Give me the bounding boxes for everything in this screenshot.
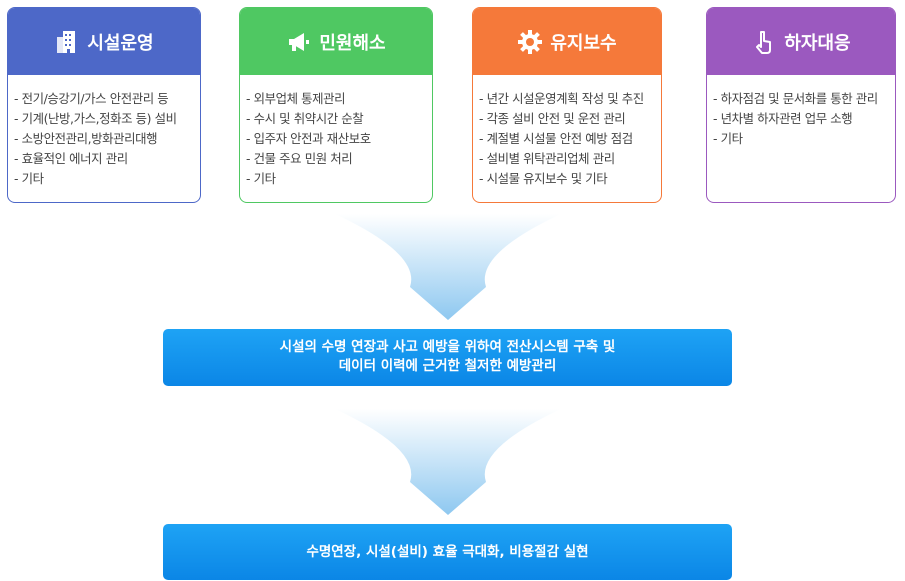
down-arrow-icon bbox=[335, 409, 561, 515]
card-list: 외부업체 통제관리 수시 및 취약시간 순찰 입주자 안전과 재산보호 건물 주… bbox=[240, 75, 432, 189]
result-banner: 수명연장, 시설(설비) 효율 극대화, 비용절감 실현 bbox=[163, 524, 732, 580]
card-header: 유지보수 bbox=[473, 8, 661, 75]
card-header: 시설운영 bbox=[8, 8, 200, 75]
gear-icon bbox=[517, 29, 543, 55]
card-complaint-resolution: 민원해소 외부업체 통제관리 수시 및 취약시간 순찰 입주자 안전과 재산보호… bbox=[239, 7, 433, 203]
card-title: 유지보수 bbox=[550, 32, 617, 54]
building-icon bbox=[54, 29, 80, 55]
list-item: 외부업체 통제관리 bbox=[246, 89, 432, 109]
list-item: 각종 설비 안전 및 운전 관리 bbox=[479, 109, 661, 129]
card-list: 년간 시설운영계획 작성 및 추진 각종 설비 안전 및 운전 관리 계절별 시… bbox=[473, 75, 661, 189]
list-item: 입주자 안전과 재산보호 bbox=[246, 129, 432, 149]
card-list: 전기/승강기/가스 안전관리 등 기계(난방,가스,정화조 등) 설비 소방안전… bbox=[8, 75, 200, 189]
list-item: 기계(난방,가스,정화조 등) 설비 bbox=[14, 109, 200, 129]
list-item: 건물 주요 민원 처리 bbox=[246, 149, 432, 169]
card-header: 하자대응 bbox=[707, 8, 895, 75]
card-defect-response: 하자대응 하자점검 및 문서화를 통한 관리 년차별 하자관련 업무 소행 기타 bbox=[706, 7, 896, 203]
list-item: 전기/승강기/가스 안전관리 등 bbox=[14, 89, 200, 109]
list-item: 기타 bbox=[713, 129, 895, 149]
list-item: 시설물 유지보수 및 기타 bbox=[479, 169, 661, 189]
list-item: 수시 및 취약시간 순찰 bbox=[246, 109, 432, 129]
list-item: 기타 bbox=[246, 169, 432, 189]
card-title: 시설운영 bbox=[87, 32, 154, 54]
list-item: 소방안전관리,방화관리대행 bbox=[14, 129, 200, 149]
megaphone-icon bbox=[286, 29, 312, 55]
list-item: 계절별 시설물 안전 예방 점검 bbox=[479, 129, 661, 149]
list-item: 년간 시설운영계획 작성 및 추진 bbox=[479, 89, 661, 109]
result-text: 수명연장, 시설(설비) 효율 극대화, 비용절감 실현 bbox=[306, 544, 589, 560]
banner-line-2: 데이터 이력에 근거한 철저한 예방관리 bbox=[338, 358, 557, 374]
list-item: 기타 bbox=[14, 169, 200, 189]
card-title: 민원해소 bbox=[319, 32, 386, 54]
list-item: 하자점검 및 문서화를 통한 관리 bbox=[713, 89, 895, 109]
list-item: 효율적인 에너지 관리 bbox=[14, 149, 200, 169]
list-item: 년차별 하자관련 업무 소행 bbox=[713, 109, 895, 129]
summary-banner: 시설의 수명 연장과 사고 예방을 위하여 전산시스템 구축 및 데이터 이력에… bbox=[163, 329, 732, 386]
list-item: 설비별 위탁관리업체 관리 bbox=[479, 149, 661, 169]
hand-pointer-icon bbox=[751, 29, 777, 55]
card-facility-operation: 시설운영 전기/승강기/가스 안전관리 등 기계(난방,가스,정화조 등) 설비… bbox=[7, 7, 201, 203]
card-title: 하자대응 bbox=[784, 32, 851, 54]
card-header: 민원해소 bbox=[240, 8, 432, 75]
card-list: 하자점검 및 문서화를 통한 관리 년차별 하자관련 업무 소행 기타 bbox=[707, 75, 895, 149]
down-arrow-icon bbox=[335, 214, 561, 320]
banner-line-1: 시설의 수명 연장과 사고 예방을 위하여 전산시스템 구축 및 bbox=[279, 339, 616, 355]
card-maintenance: 유지보수 년간 시설운영계획 작성 및 추진 각종 설비 안전 및 운전 관리 … bbox=[472, 7, 662, 203]
